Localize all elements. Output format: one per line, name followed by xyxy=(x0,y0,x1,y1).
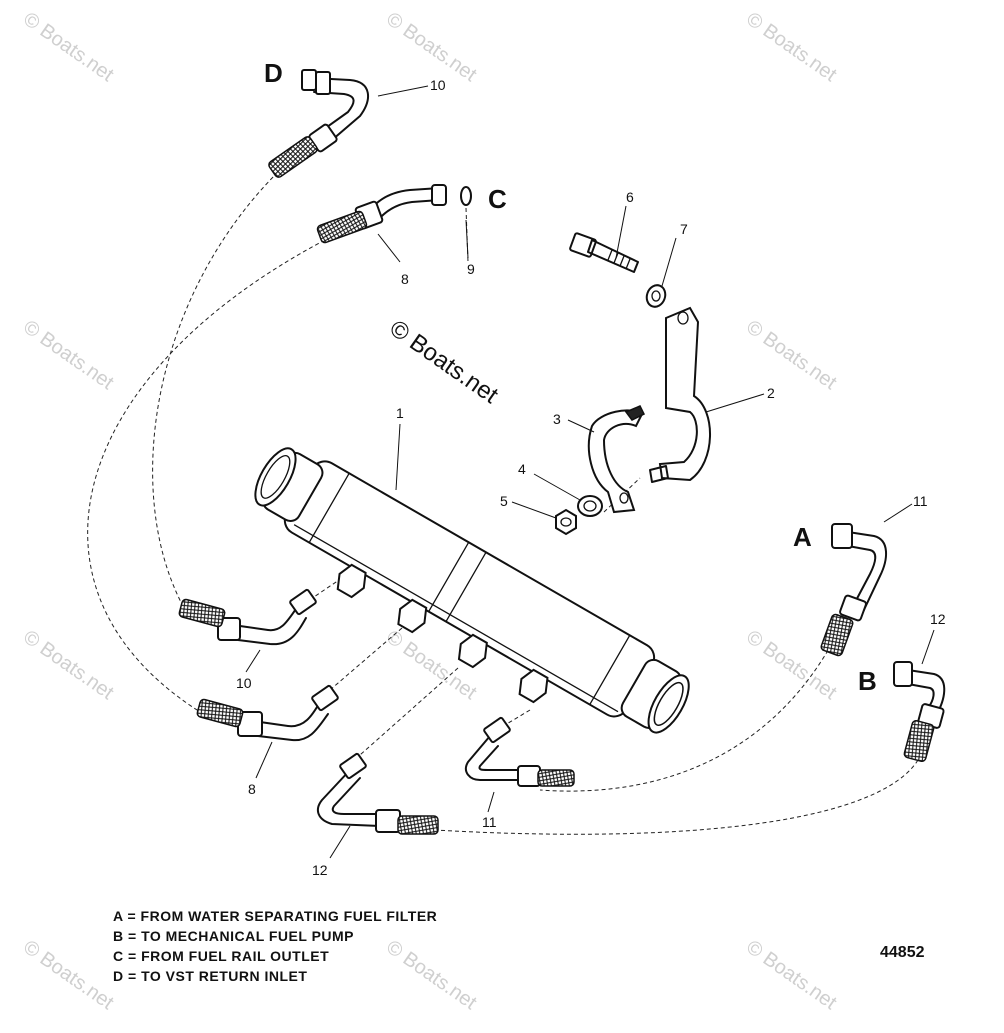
label-letter-b: B xyxy=(858,666,877,696)
dashed-path-a xyxy=(539,637,836,792)
hose-12-bottom xyxy=(316,752,439,835)
callout-11-right: 11 xyxy=(913,493,928,509)
watermark-bottom-left: © Boats.net xyxy=(19,936,118,1014)
watermark-bottom-right: © Boats.net xyxy=(742,936,841,1014)
legend-line-a: A = FROM WATER SEPARATING FUEL FILTER xyxy=(113,908,438,924)
watermark-top-left: © Boats.net xyxy=(19,8,118,86)
callout-7: 7 xyxy=(680,221,688,237)
watermark-group: © Boats.net © Boats.net © Boats.net © Bo… xyxy=(19,8,841,1014)
label-letter-c: C xyxy=(488,184,507,214)
callout-6: 6 xyxy=(626,189,634,205)
callout-10-bottom: 10 xyxy=(236,675,252,691)
dashed-path-fit-12 xyxy=(359,667,459,756)
connection-paths xyxy=(87,171,919,835)
watermark-top-center: © Boats.net xyxy=(382,8,481,86)
leader-lines xyxy=(245,85,935,859)
legend-line-d: D = TO VST RETURN INLET xyxy=(113,968,308,984)
legend-line-b: B = TO MECHANICAL FUEL PUMP xyxy=(113,928,355,944)
hose-8-bottom xyxy=(196,684,339,742)
callout-9: 9 xyxy=(467,261,475,277)
watermark-top-right: © Boats.net xyxy=(742,8,841,86)
nut-5 xyxy=(555,508,577,536)
dashed-path-b xyxy=(434,759,919,835)
callout-5: 5 xyxy=(500,493,508,509)
hose-11-bottom xyxy=(464,716,575,787)
clamp-3 xyxy=(587,405,646,514)
seal-ring-9 xyxy=(460,186,472,206)
hose-a-assembly xyxy=(820,523,887,657)
callout-12-bottom: 12 xyxy=(312,862,328,878)
callout-4: 4 xyxy=(518,461,526,477)
bolt-6 xyxy=(569,232,639,273)
watermark-low-left: © Boats.net xyxy=(19,626,118,704)
dashed-path-d xyxy=(152,171,279,616)
label-letter-a: A xyxy=(793,522,812,552)
legend-line-c: C = FROM FUEL RAIL OUTLET xyxy=(113,948,330,964)
watermark-mid-left: © Boats.net xyxy=(19,316,118,394)
watermark-mid-right: © Boats.net xyxy=(742,316,841,394)
fuel-cooler-body xyxy=(254,447,690,734)
hose-b-assembly xyxy=(893,661,946,763)
figure-number: 44852 xyxy=(880,944,925,961)
dashed-path-fit-11 xyxy=(504,709,531,726)
callout-2: 2 xyxy=(767,385,775,401)
dashed-path-c xyxy=(87,239,326,719)
connection-legend: A = FROM WATER SEPARATING FUEL FILTER B … xyxy=(113,906,437,986)
dashed-path-fit-8 xyxy=(329,627,403,691)
watermark-low-center: © Boats.net xyxy=(382,626,481,704)
label-letter-d: D xyxy=(264,58,283,88)
watermark-center: © Boats.net xyxy=(385,315,504,409)
callout-3: 3 xyxy=(553,411,561,427)
nut-4 xyxy=(577,495,603,517)
hose-10-bottom xyxy=(178,588,317,646)
callout-1: 1 xyxy=(396,405,404,421)
hose-d-assembly xyxy=(268,69,369,178)
callout-11-bottom: 11 xyxy=(482,814,497,830)
washer-7 xyxy=(645,284,667,308)
callout-8-top: 8 xyxy=(401,271,409,287)
callout-12-right: 12 xyxy=(930,611,946,627)
callout-10-top: 10 xyxy=(430,77,446,93)
callout-8-bottom: 8 xyxy=(248,781,256,797)
clamp-2 xyxy=(649,306,711,483)
hose-c-assembly xyxy=(316,184,472,244)
